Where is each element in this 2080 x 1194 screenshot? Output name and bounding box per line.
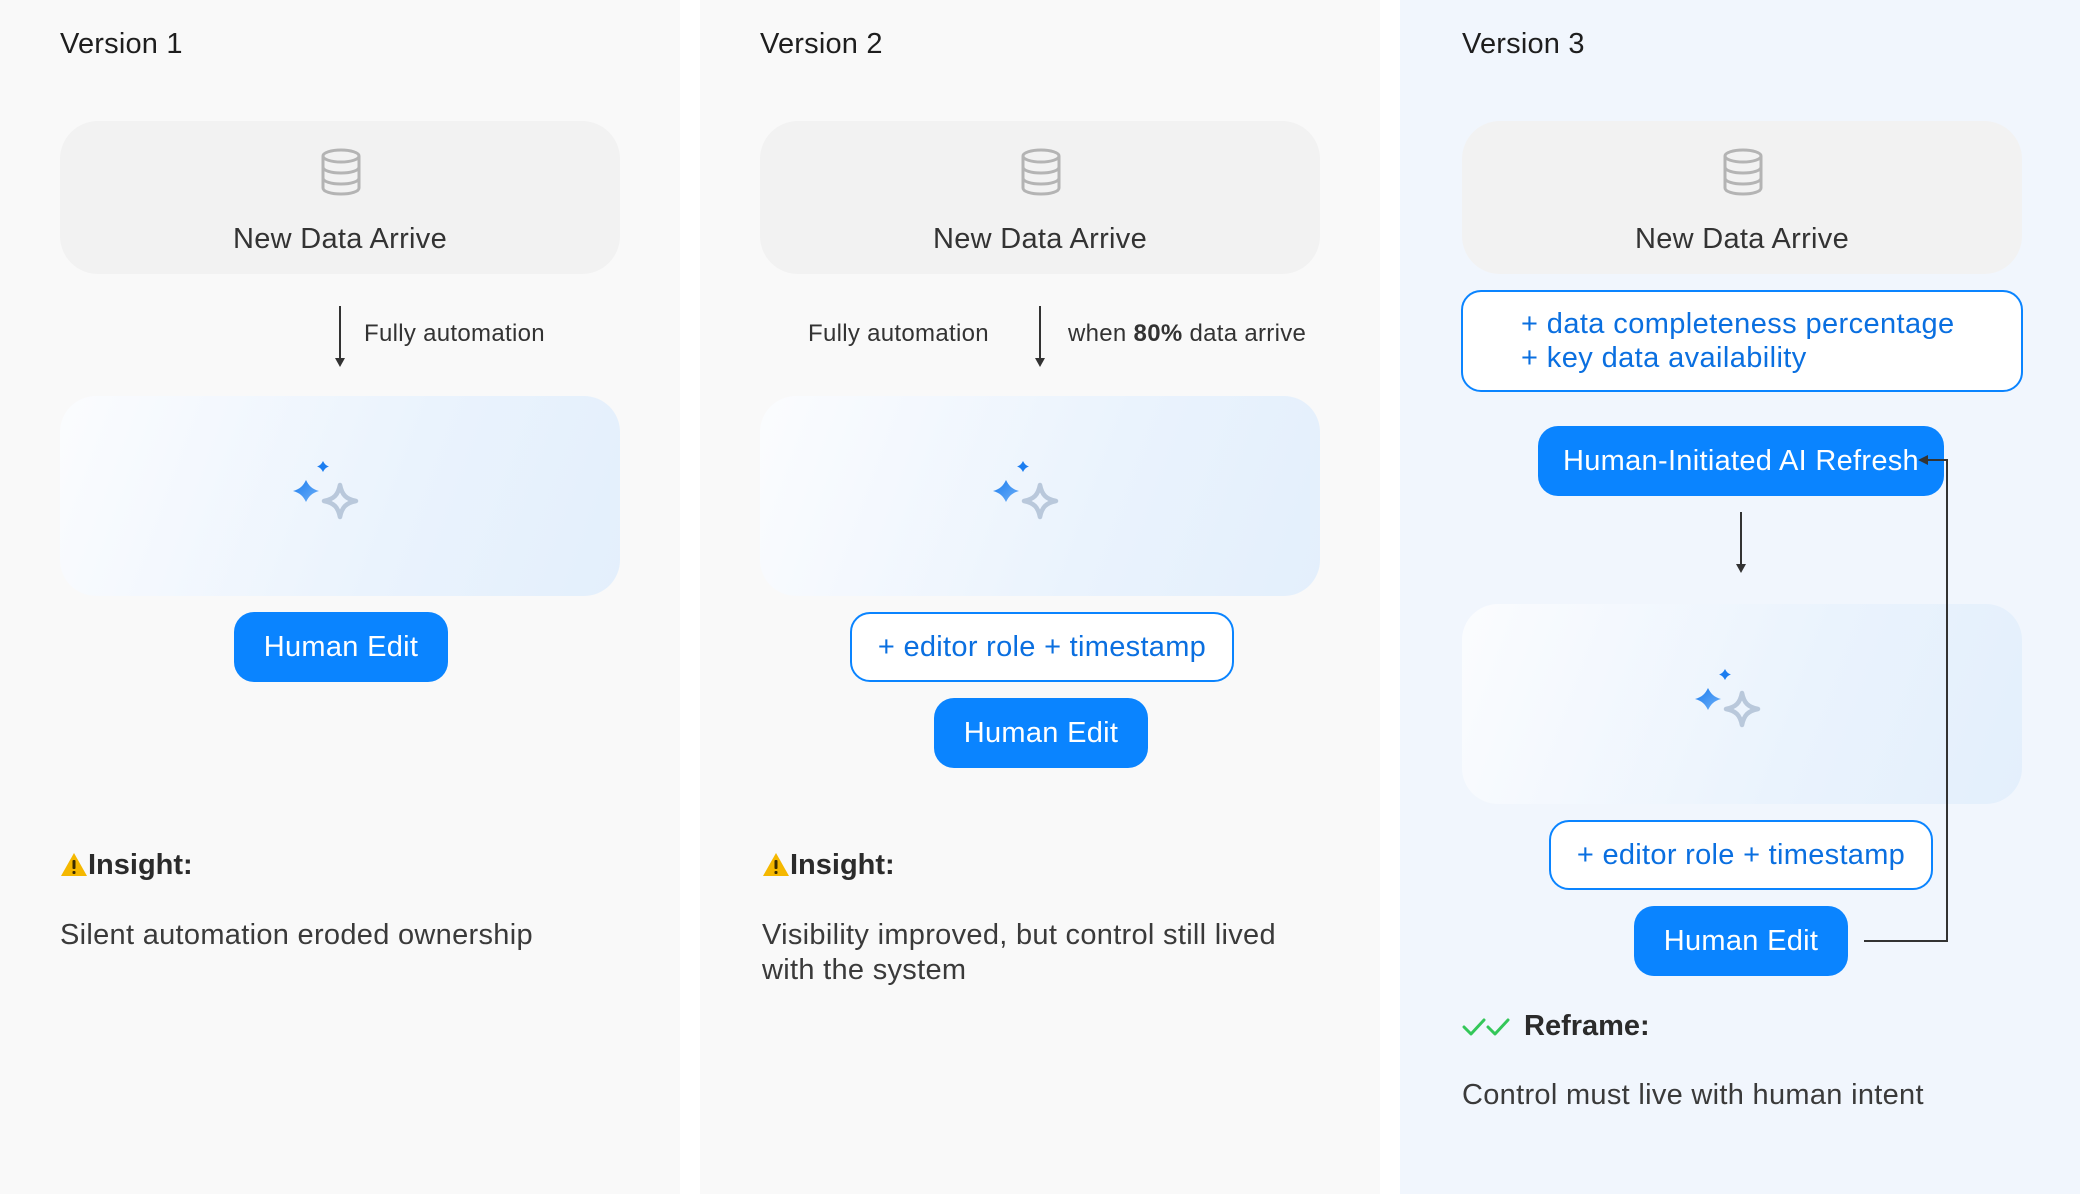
- version-title: Version 2: [760, 28, 883, 60]
- down-arrow: [1035, 306, 1045, 367]
- automation-label: Fully automation: [364, 320, 545, 347]
- double-check-icon: [1462, 1018, 1510, 1036]
- version-1-column: Version 1 New Data Arrive Fully automati…: [0, 0, 680, 1194]
- signal-availability: + key data availability: [1521, 342, 1807, 374]
- human-edit-button[interactable]: Human Edit: [234, 612, 448, 682]
- new-data-card: New Data Arrive: [760, 121, 1320, 274]
- version-2-column: Version 2 New Data Arrive Fully automati…: [700, 0, 1380, 1194]
- database-icon: [321, 148, 361, 196]
- sparkle-icon: [1695, 669, 1761, 728]
- warning-icon: [61, 853, 87, 876]
- reframe-text: Control must live with human intent: [1462, 1079, 1924, 1111]
- insight-heading: Insight:: [790, 849, 895, 881]
- data-signals-box: + data completeness percentage + key dat…: [1461, 290, 2023, 392]
- reframe-heading: Reframe:: [1524, 1010, 1650, 1042]
- ai-output-card: [1462, 604, 2022, 804]
- down-arrow: [335, 306, 345, 367]
- warning-icon: [763, 853, 789, 876]
- trigger-condition-label: when 80% data arrive: [1068, 320, 1307, 347]
- new-data-label: New Data Arrive: [232, 223, 447, 255]
- insight-text: Silent automation eroded ownership: [60, 919, 533, 951]
- version-title: Version 3: [1462, 28, 1585, 60]
- human-edit-button[interactable]: Human Edit: [934, 698, 1148, 768]
- feedback-loop-arrow: [1864, 455, 1948, 942]
- database-icon: [1021, 148, 1061, 196]
- down-arrow: [1736, 512, 1746, 573]
- new-data-card: New Data Arrive: [1462, 121, 2022, 274]
- human-edit-button[interactable]: Human Edit: [1634, 906, 1848, 976]
- database-icon: [1723, 148, 1763, 196]
- insight-line-1: Visibility improved, but control still l…: [762, 919, 1276, 951]
- ai-refresh-button[interactable]: Human-Initiated AI Refresh: [1538, 426, 1944, 496]
- sparkle-icon: [993, 461, 1059, 520]
- insight-heading: Insight:: [88, 849, 193, 881]
- ai-output-card: [60, 396, 620, 596]
- editor-meta-tag: + editor role + timestamp: [1549, 820, 1933, 890]
- version-3-column: Version 3 New Data Arrive + data complet…: [1400, 0, 2080, 1194]
- insight-line-2: with the system: [762, 954, 967, 986]
- automation-label: Fully automation: [808, 320, 989, 347]
- insight-text: Visibility improved, but control still l…: [762, 918, 1276, 988]
- version-title: Version 1: [60, 28, 183, 60]
- new-data-label: New Data Arrive: [1634, 223, 1849, 255]
- new-data-card: New Data Arrive: [60, 121, 620, 274]
- ai-output-card: [760, 396, 1320, 596]
- new-data-label: New Data Arrive: [932, 223, 1147, 255]
- signal-completeness: + data completeness percentage: [1521, 308, 1955, 340]
- editor-meta-tag: + editor role + timestamp: [850, 612, 1234, 682]
- sparkle-icon: [293, 461, 359, 520]
